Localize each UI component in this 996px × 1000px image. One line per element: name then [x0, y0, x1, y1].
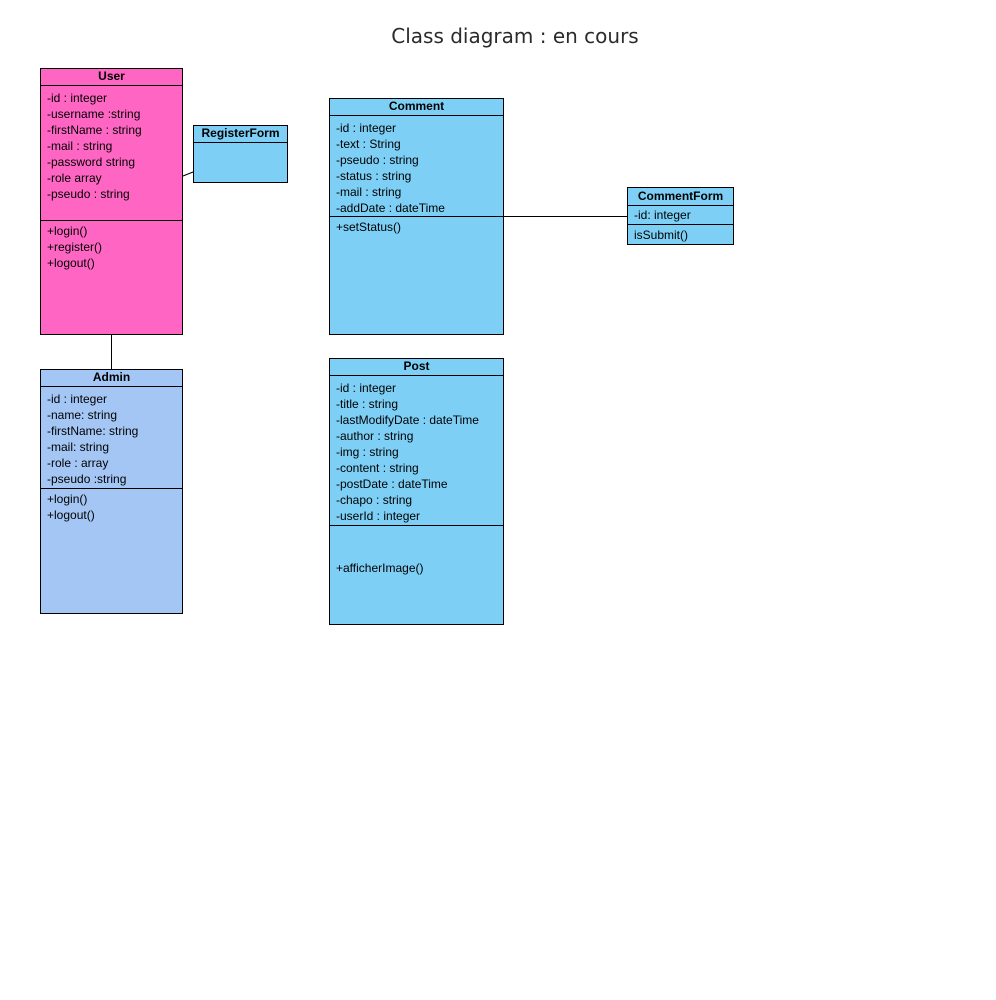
methods-section: +setStatus() [330, 217, 503, 235]
class-attribute: -lastModifyDate : dateTime [336, 413, 479, 427]
methods-section: +login() +logout() [41, 489, 182, 523]
class-attribute: -mail : string [336, 185, 402, 199]
class-attribute: -id : integer [336, 121, 397, 135]
class-name: User [41, 69, 182, 86]
class-attribute: -pseudo : string [336, 153, 419, 167]
class-name: RegisterForm [194, 126, 287, 143]
class-attribute: -pseudo :string [47, 472, 127, 486]
class-attribute: -mail: string [47, 440, 110, 454]
class-attribute: -mail : string [47, 139, 113, 153]
class-method: +logout() [47, 256, 95, 270]
class-attribute: -chapo : string [336, 493, 413, 507]
class-attribute: -id : integer [47, 91, 108, 105]
class-method: +setStatus() [336, 220, 402, 234]
class-attribute: -id: integer [634, 208, 691, 222]
class-attribute: -userId : integer [336, 509, 421, 523]
methods-section: +login() +register() +logout() [41, 221, 182, 271]
class-attribute: -title : string [336, 397, 399, 411]
class-attribute: -name: string [47, 408, 118, 422]
methods-section: +afficherImage() [330, 526, 503, 576]
class-method: +logout() [47, 508, 95, 522]
methods-section: isSubmit() [628, 225, 733, 243]
class-attribute: -postDate : dateTime [336, 477, 448, 491]
class-method: isSubmit() [634, 228, 689, 242]
class-attribute: -username :string [47, 107, 141, 121]
class-attribute: -id : integer [336, 381, 397, 395]
class-name: CommentForm [628, 188, 733, 206]
class-name: Post [330, 359, 503, 376]
class-attribute: -text : String [336, 137, 401, 151]
attributes-section: -id : integer -text : String -pseudo : str… [330, 116, 503, 217]
attributes-section: -id : integer -title : string -lastModifyD… [330, 376, 503, 526]
class-registerform[interactable]: RegisterForm [193, 125, 288, 183]
class-method: +login() [47, 492, 88, 506]
class-attribute: -author : string [336, 429, 414, 443]
class-commentform[interactable]: CommentForm -id: integer isSubmit() [627, 187, 734, 245]
page-title: Class diagram : en cours [391, 24, 639, 48]
attributes-section: -id : integer -name: string -firstName: st… [41, 387, 182, 489]
class-attribute: -addDate : dateTime [336, 201, 445, 215]
class-admin[interactable]: Admin -id : integer -name: string -firstNa… [40, 369, 183, 614]
attributes-section: -id : integer -username :string -firstName… [41, 86, 182, 221]
class-attribute: -role : array [47, 456, 109, 470]
class-method: +login() [47, 224, 88, 238]
class-name: Comment [330, 99, 503, 116]
class-attribute: -firstName: string [47, 424, 139, 438]
user-registerform-connector [182, 171, 194, 177]
class-attribute: -status : string [336, 169, 412, 183]
class-user[interactable]: User -id : integer -username :string -firs… [40, 68, 183, 335]
class-attribute: -id : integer [47, 392, 108, 406]
class-attribute: -role array [47, 171, 102, 185]
class-method: +register() [47, 240, 103, 254]
class-attribute: -content : string [336, 461, 419, 475]
class-attribute: -pseudo : string [47, 187, 130, 201]
class-name: Admin [41, 370, 182, 387]
class-attribute: -img : string [336, 445, 399, 459]
class-comment[interactable]: Comment -id : integer -text : String -pseu… [329, 98, 504, 335]
class-method: +afficherImage() [336, 561, 424, 575]
class-attribute: -firstName : string [47, 123, 142, 137]
class-post[interactable]: Post -id : integer -title : string -lastMo… [329, 358, 504, 625]
attributes-section: -id: integer [628, 206, 733, 225]
class-attribute: -password string [47, 155, 136, 169]
